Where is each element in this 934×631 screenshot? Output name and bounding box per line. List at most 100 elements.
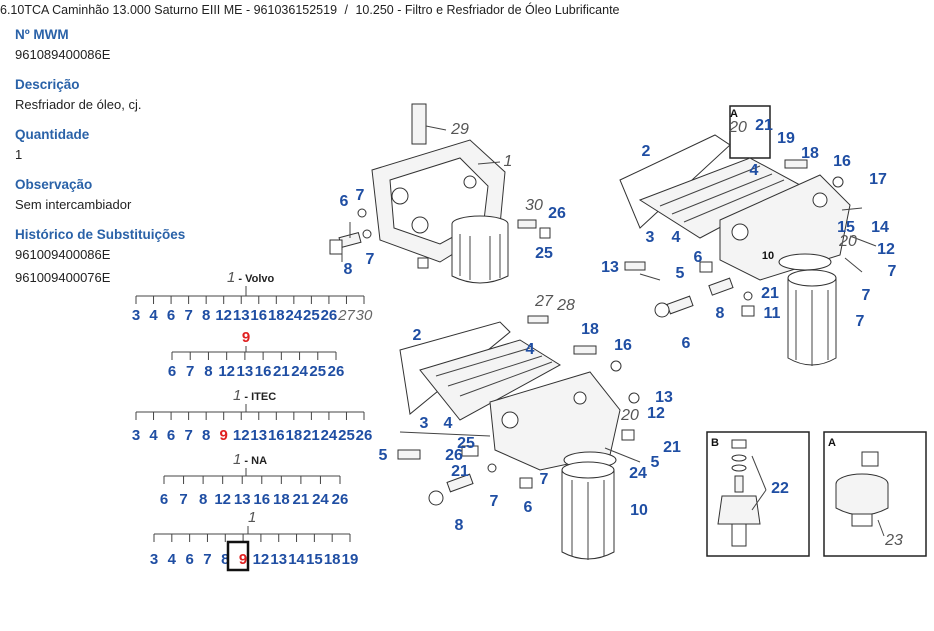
part-callout[interactable]: 27 — [534, 293, 554, 310]
breadcrumb-section[interactable]: 10.250 - Filtro e Resfriador de Óleo Lub… — [355, 3, 620, 17]
part-callout[interactable]: 20 — [728, 119, 747, 136]
part-callout[interactable]: 8 — [344, 261, 353, 278]
tree-item[interactable]: 6 — [168, 363, 176, 380]
tree-item[interactable]: 8 — [202, 427, 210, 444]
part-callout[interactable]: 25 — [457, 435, 475, 452]
part-callout[interactable]: 26 — [548, 205, 566, 222]
part-callout[interactable]: 4 — [444, 415, 453, 432]
tree-item[interactable]: 4 — [168, 551, 177, 568]
tree-item[interactable]: 18 — [286, 427, 303, 444]
part-callout[interactable]: 4 — [526, 341, 535, 358]
part-callout[interactable]: 30 — [525, 197, 543, 214]
tree-item[interactable]: 13 — [270, 551, 287, 568]
tree-item-highlighted[interactable]: 9 — [239, 551, 247, 568]
tree-item[interactable]: 18 — [273, 491, 290, 508]
part-callout[interactable]: 10 — [762, 250, 774, 262]
tree-item[interactable]: 12 — [214, 491, 231, 508]
tree-item[interactable]: 13 — [237, 363, 254, 380]
part-callout[interactable]: 7 — [862, 287, 871, 304]
tree-item[interactable]: 4 — [149, 307, 158, 324]
part-callout[interactable]: 18 — [801, 145, 819, 162]
tree-item[interactable]: 16 — [250, 307, 267, 324]
tree-item[interactable]: 24 — [312, 491, 329, 508]
tree-item[interactable]: 21 — [293, 491, 310, 508]
tree-item[interactable]: 15 — [306, 551, 323, 568]
part-callout[interactable]: 1 — [504, 153, 513, 170]
part-callout[interactable]: 21 — [761, 285, 779, 302]
tree-item[interactable]: 18 — [324, 551, 341, 568]
part-callout[interactable]: 29 — [450, 121, 469, 138]
tree-item[interactable]: 24 — [291, 363, 308, 380]
tree-item[interactable]: 25 — [338, 427, 355, 444]
tree-item[interactable]: 7 — [184, 427, 192, 444]
part-callout[interactable]: 8 — [716, 305, 725, 322]
tree-item[interactable]: 27 — [337, 307, 355, 324]
history-item[interactable]: 961009400086E — [15, 247, 111, 262]
part-callout[interactable]: 6 — [340, 193, 349, 210]
part-callout[interactable]: 2 — [413, 327, 422, 344]
tree-sub-root[interactable]: 9 — [242, 329, 250, 346]
part-callout[interactable]: 20 — [620, 407, 639, 424]
tree-item[interactable]: 13 — [234, 491, 251, 508]
part-callout[interactable]: 4 — [750, 162, 759, 179]
part-callout[interactable]: 28 — [556, 297, 575, 314]
tree-item[interactable]: 4 — [149, 427, 158, 444]
part-callout[interactable]: 13 — [601, 259, 619, 276]
tree-item[interactable]: 16 — [268, 427, 285, 444]
part-callout[interactable]: A — [730, 108, 738, 120]
tree-item[interactable]: 21 — [303, 427, 320, 444]
tree-item[interactable]: 14 — [288, 551, 305, 568]
part-callout[interactable]: 3 — [420, 415, 429, 432]
part-callout[interactable]: 6 — [524, 499, 533, 516]
part-callout[interactable]: 7 — [888, 263, 897, 280]
tree-item[interactable]: 24 — [321, 427, 338, 444]
tree-item[interactable]: 8 — [204, 363, 212, 380]
tree-item[interactable]: 30 — [356, 307, 373, 324]
part-callout[interactable]: 7 — [356, 187, 365, 204]
part-callout[interactable]: 10 — [630, 502, 648, 519]
tree-item[interactable]: 26 — [321, 307, 338, 324]
tree-item[interactable]: 13 — [250, 427, 267, 444]
part-callout[interactable]: 15 — [837, 219, 855, 236]
tree-item[interactable]: 12 — [253, 551, 270, 568]
tree-item[interactable]: 6 — [185, 551, 193, 568]
tree-item[interactable]: 6 — [167, 307, 175, 324]
part-callout[interactable]: 18 — [581, 321, 599, 338]
tree-item[interactable]: 12 — [215, 307, 232, 324]
part-callout[interactable]: 7 — [856, 313, 865, 330]
part-callout[interactable]: 2 — [642, 143, 651, 160]
part-callout[interactable]: 16 — [614, 337, 632, 354]
tree-item[interactable]: 19 — [342, 551, 359, 568]
part-callout[interactable]: 4 — [672, 229, 681, 246]
tree-item-highlighted[interactable]: 9 — [220, 427, 228, 444]
tree-item[interactable]: 18 — [268, 307, 285, 324]
tree-item[interactable]: 25 — [309, 363, 326, 380]
tree-item[interactable]: 16 — [255, 363, 272, 380]
tree-item[interactable]: 6 — [160, 491, 168, 508]
part-callout[interactable]: 23 — [884, 532, 903, 549]
part-callout[interactable]: 16 — [833, 153, 851, 170]
part-callout[interactable]: 7 — [490, 493, 499, 510]
part-callout[interactable]: 13 — [655, 389, 673, 406]
part-callout[interactable]: 21 — [663, 439, 681, 456]
tree-item[interactable]: 3 — [132, 307, 140, 324]
part-callout[interactable]: 25 — [535, 245, 553, 262]
part-callout[interactable]: 5 — [676, 265, 685, 282]
part-callout[interactable]: 21 — [451, 463, 469, 480]
part-callout[interactable]: 14 — [871, 219, 889, 236]
part-callout[interactable]: 5 — [651, 454, 660, 471]
tree-item[interactable]: 7 — [184, 307, 192, 324]
tree-item[interactable]: 21 — [273, 363, 290, 380]
tree-item[interactable]: 3 — [132, 427, 140, 444]
part-callout[interactable]: 7 — [366, 251, 375, 268]
part-callout[interactable]: 22 — [771, 480, 789, 497]
breadcrumb-product[interactable]: 6.10TCA Caminhão 13.000 Saturno EIII ME … — [0, 3, 338, 17]
tree-item[interactable]: 8 — [202, 307, 210, 324]
tree-item[interactable]: 8 — [221, 551, 229, 568]
tree-item[interactable]: 12 — [218, 363, 235, 380]
tree-item[interactable]: 24 — [286, 307, 303, 324]
part-callout[interactable]: 6 — [682, 335, 691, 352]
part-callout[interactable]: 17 — [869, 171, 887, 188]
tree-item[interactable]: 8 — [199, 491, 207, 508]
part-callout[interactable]: 12 — [647, 405, 665, 422]
